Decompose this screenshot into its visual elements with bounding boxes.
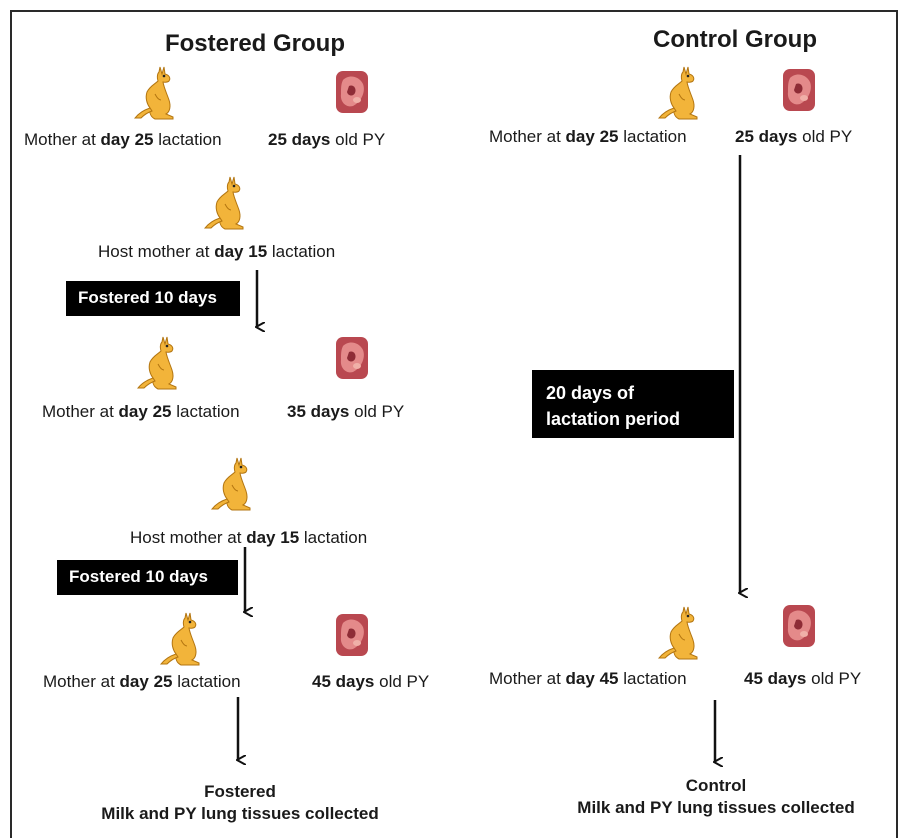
fostered-py-label-2: 35 days old PY [287, 402, 405, 421]
pouch-young-icon [336, 71, 368, 113]
diagram-frame [10, 10, 898, 838]
kangaroo-icon [658, 606, 698, 660]
fostered-mother-label-1: Mother at day 25 lactation [24, 130, 222, 149]
fostered-duration-box-2: Fostered 10 days [57, 560, 238, 595]
control-result-title: Control [685, 776, 747, 795]
control-result: Control Milk and PY lung tissues collect… [556, 776, 876, 818]
fostered-result: Fostered Milk and PY lung tissues collec… [80, 782, 400, 824]
kangaroo-icon [211, 457, 251, 511]
control-period-box: 20 days of lactation period [532, 370, 734, 438]
control-py-label-2: 45 days old PY [744, 669, 862, 688]
kangaroo-icon [134, 66, 174, 120]
fostered-py-label-1: 25 days old PY [268, 130, 386, 149]
fostered-result-title: Fostered [204, 782, 276, 801]
control-result-text: Milk and PY lung tissues collected [577, 798, 855, 817]
pouch-young-icon [783, 69, 815, 111]
kangaroo-icon [137, 336, 177, 390]
host-mother-label-2: Host mother at day 15 lactation [130, 528, 368, 547]
fostered-group-title: Fostered Group [164, 30, 345, 57]
pouch-young-icon [336, 337, 368, 379]
fostered-mother-label-2: Mother at day 25 lactation [42, 402, 240, 421]
fostered-mother-label-3: Mother at day 25 lactation [43, 672, 241, 691]
kangaroo-icon [160, 612, 200, 666]
kangaroo-icon [658, 66, 698, 120]
fostered-result-text: Milk and PY lung tissues collected [101, 804, 379, 823]
host-mother-label-1: Host mother at day 15 lactation [98, 242, 336, 261]
pouch-young-icon [336, 614, 368, 656]
control-py-label-1: 25 days old PY [735, 127, 853, 146]
pouch-young-icon [783, 605, 815, 647]
fostered-duration-box-1: Fostered 10 days [66, 281, 240, 316]
fostered-py-label-3: 45 days old PY [312, 672, 430, 691]
control-group-title: Control Group [653, 26, 817, 53]
control-mother-label-1: Mother at day 25 lactation [489, 127, 687, 146]
kangaroo-icon [204, 176, 244, 230]
control-mother-label-2: Mother at day 45 lactation [489, 669, 687, 688]
